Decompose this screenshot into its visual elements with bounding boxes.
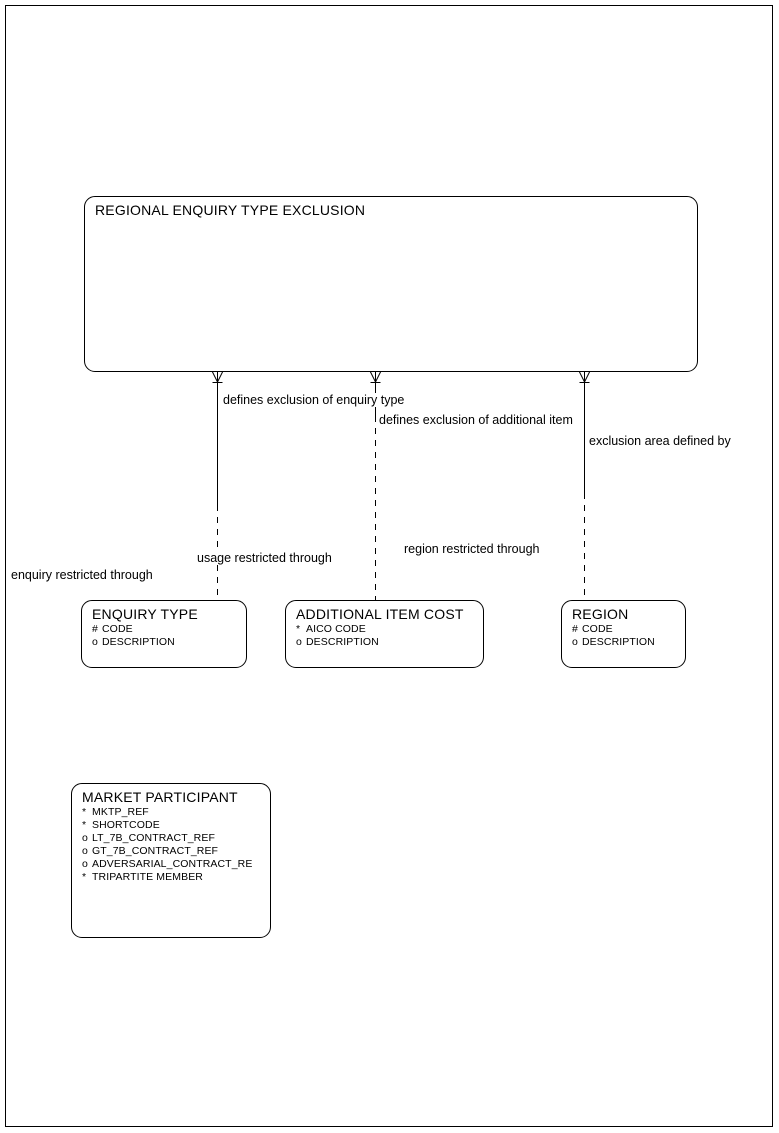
attribute-list xyxy=(85,219,697,223)
entity-title: REGIONAL ENQUIRY TYPE EXCLUSION xyxy=(95,202,366,218)
relationship-label-enquiry-restricted-through: enquiry restricted through xyxy=(10,568,154,582)
attribute-marker: * xyxy=(82,871,87,883)
attribute-marker: o xyxy=(296,636,302,648)
attribute-marker: * xyxy=(82,806,87,818)
attribute-name: LT_7B_CONTRACT_REF xyxy=(92,832,215,844)
attribute-name: DESCRIPTION xyxy=(582,636,655,648)
attribute-marker: # xyxy=(572,623,578,635)
attribute-row: o LT_7B_CONTRACT_REF xyxy=(82,832,270,845)
entity-title: REGION xyxy=(572,606,629,622)
attribute-name: ADVERSARIAL_CONTRACT_RE xyxy=(92,858,253,870)
attribute-row: # CODE xyxy=(92,623,246,636)
attribute-marker: o xyxy=(572,636,578,648)
attribute-list: * MKTP_REF * SHORTCODE o LT_7B_CONTRACT_REF… xyxy=(72,806,270,888)
entity-region[interactable]: REGION # CODE o DESCRIPTION xyxy=(561,600,686,668)
relationship-line-region-upper xyxy=(584,383,585,493)
relationship-label-exclusion-area-defined-by: exclusion area defined by xyxy=(588,434,732,448)
crows-foot-icon-additional-item-cost xyxy=(368,371,383,385)
entity-title: MARKET PARTICIPANT xyxy=(82,789,238,805)
attribute-name: DESCRIPTION xyxy=(306,636,379,648)
attribute-marker: o xyxy=(92,636,98,648)
attribute-marker: o xyxy=(82,845,88,857)
attribute-row: * AICO CODE xyxy=(296,623,483,636)
attribute-row: o GT_7B_CONTRACT_REF xyxy=(82,845,270,858)
attribute-marker: o xyxy=(82,832,88,844)
attribute-row: o ADVERSARIAL_CONTRACT_RE xyxy=(82,858,270,871)
entity-market-participant[interactable]: MARKET PARTICIPANT * MKTP_REF * SHORTCODE … xyxy=(71,783,271,938)
attribute-name: CODE xyxy=(582,623,613,635)
attribute-marker: # xyxy=(92,623,98,635)
attribute-name: TRIPARTITE MEMBER xyxy=(92,871,203,883)
relationship-line-additional-item-lower xyxy=(375,416,376,601)
entity-title: ADDITIONAL ITEM COST xyxy=(296,606,464,622)
attribute-row: * MKTP_REF xyxy=(82,806,270,819)
attribute-name: AICO CODE xyxy=(306,623,366,635)
attribute-name: DESCRIPTION xyxy=(102,636,175,648)
attribute-list: # CODE o DESCRIPTION xyxy=(562,623,685,653)
attribute-row: # CODE xyxy=(572,623,685,636)
attribute-name: SHORTCODE xyxy=(92,819,160,831)
entity-regional-enquiry-type-exclusion[interactable]: REGIONAL ENQUIRY TYPE EXCLUSION xyxy=(84,196,698,372)
relationship-label-usage-restricted-through: usage restricted through xyxy=(196,551,333,565)
attribute-row: o DESCRIPTION xyxy=(296,636,483,649)
attribute-marker: * xyxy=(296,623,301,635)
attribute-name: CODE xyxy=(102,623,133,635)
page-border xyxy=(5,5,773,1127)
attribute-row: o DESCRIPTION xyxy=(572,636,685,649)
attribute-marker: * xyxy=(82,819,87,831)
attribute-row: * TRIPARTITE MEMBER xyxy=(82,871,270,884)
relationship-label-defines-exclusion-of-enquiry-type: defines exclusion of enquiry type xyxy=(222,393,406,407)
attribute-row: * SHORTCODE xyxy=(82,819,270,832)
entity-enquiry-type[interactable]: ENQUIRY TYPE # CODE o DESCRIPTION xyxy=(81,600,247,668)
attribute-name: MKTP_REF xyxy=(92,806,149,818)
entity-additional-item-cost[interactable]: ADDITIONAL ITEM COST * AICO CODE o DESCRIP… xyxy=(285,600,484,668)
relationship-label-region-restricted-through: region restricted through xyxy=(403,542,541,556)
relationship-line-enquiry-type-upper xyxy=(217,383,218,505)
attribute-list: # CODE o DESCRIPTION xyxy=(82,623,246,653)
attribute-marker: o xyxy=(82,858,88,870)
relationship-label-defines-exclusion-of-additional-item: defines exclusion of additional item xyxy=(378,413,574,427)
attribute-row: o DESCRIPTION xyxy=(92,636,246,649)
attribute-name: GT_7B_CONTRACT_REF xyxy=(92,845,219,857)
attribute-list: * AICO CODE o DESCRIPTION xyxy=(286,623,483,653)
relationship-line-region-lower xyxy=(584,493,585,601)
crows-foot-icon-enquiry-type xyxy=(210,371,225,385)
crows-foot-icon-region xyxy=(577,371,592,385)
entity-title: ENQUIRY TYPE xyxy=(92,606,198,622)
